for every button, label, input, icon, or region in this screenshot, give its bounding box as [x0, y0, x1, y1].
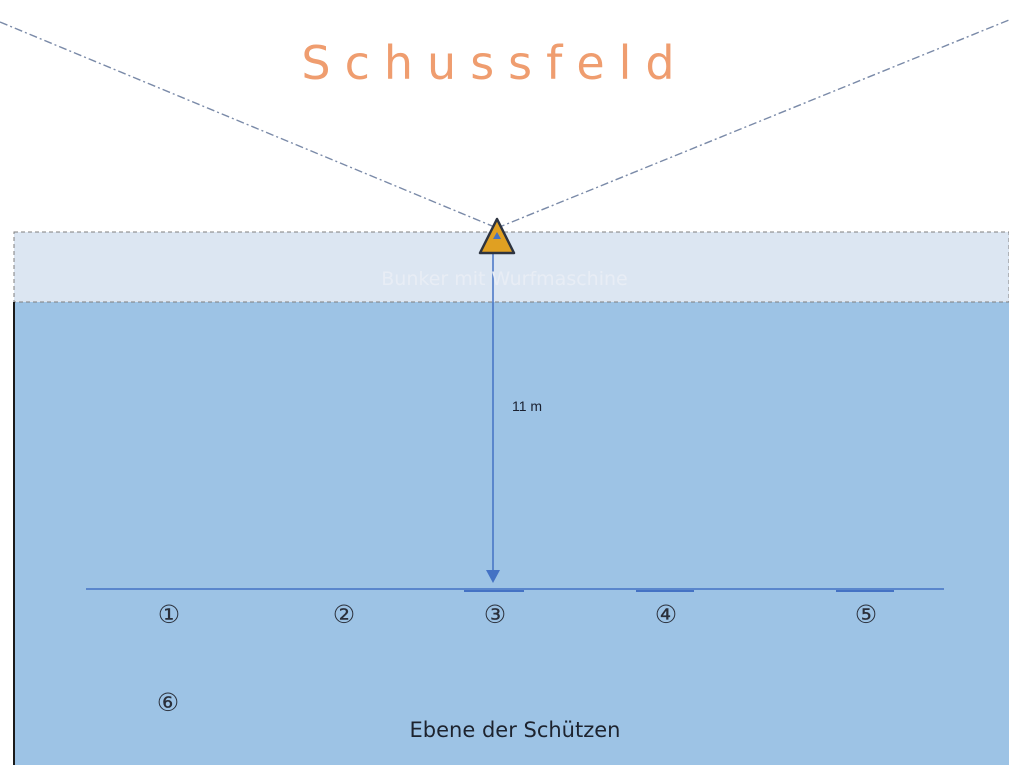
bunker-label: Bunker mit Wurfmaschine: [381, 268, 628, 290]
position-3: ③: [483, 600, 507, 629]
position-1: ①: [157, 600, 181, 629]
position-5: ⑤: [854, 600, 878, 629]
distance-arrowhead: [486, 570, 500, 583]
bunker-area: [13, 231, 1009, 303]
position-6: ⑥: [156, 688, 180, 717]
shooters-level-label: Ebene der Schützen: [409, 718, 621, 742]
right-field-boundary-line: [496, 19, 1009, 229]
distance-label: 11 m: [512, 398, 543, 414]
position-2: ②: [332, 600, 356, 629]
left-field-boundary-line: [0, 21, 498, 229]
triangle-icon: [478, 217, 516, 255]
page-title: Schussfeld: [301, 36, 689, 90]
shooting-area: [14, 302, 1009, 765]
position-4: ④: [654, 600, 678, 629]
